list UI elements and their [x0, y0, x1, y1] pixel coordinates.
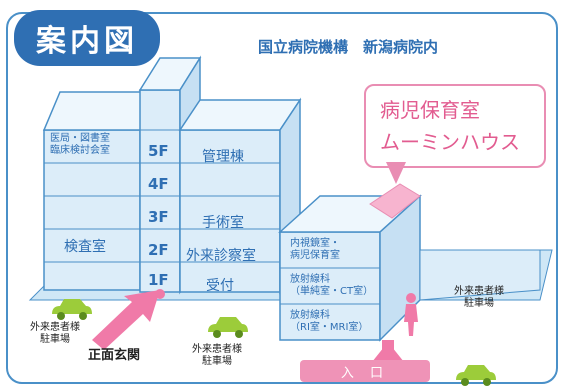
- side-entrance-label: 入 口: [300, 360, 430, 382]
- lab-label: 検査室: [64, 239, 106, 255]
- daycare-name: 病児保育室: [380, 98, 480, 122]
- radiology-mri-label: 放射線科 （RI室・MRI室）: [290, 310, 369, 333]
- hospital-subtitle: 国立病院機構 新潟病院内: [258, 38, 439, 56]
- outpatient-clinic-label: 外来診察室: [186, 248, 256, 264]
- daycare-house: ムーミンハウス: [380, 130, 520, 154]
- admin-building-label: 管理棟: [202, 149, 244, 165]
- car-icon: [52, 299, 92, 320]
- medical-office-label: 医局・図書室 臨床検討会室: [50, 133, 110, 156]
- main-entrance-label: 正面玄関: [88, 348, 141, 363]
- parking-right-label: 外来患者様 駐車場: [454, 286, 504, 309]
- parking-center-label: 外来患者様 駐車場: [192, 344, 242, 367]
- map-title: 案内図: [14, 10, 160, 66]
- operating-room-label: 手術室: [202, 215, 244, 231]
- daycare-callout: 病児保育室 ムーミンハウス: [364, 84, 546, 168]
- reception-label: 受付: [206, 278, 234, 294]
- floor-4f: 4F: [148, 175, 169, 193]
- floor-1f: 1F: [148, 271, 169, 289]
- car-icon: [456, 365, 496, 386]
- endoscopy-label: 内視鏡室・ 病児保育室: [290, 238, 340, 261]
- car-icon: [208, 317, 248, 338]
- daycare-callout-pointer: [386, 162, 406, 184]
- floor-5f: 5F: [148, 142, 169, 160]
- floor-3f: 3F: [148, 208, 169, 226]
- floor-2f: 2F: [148, 241, 169, 259]
- radiology-ct-label: 放射線科 （単純室・CT室）: [290, 274, 374, 297]
- parking-left-label: 外来患者様 駐車場: [30, 322, 80, 345]
